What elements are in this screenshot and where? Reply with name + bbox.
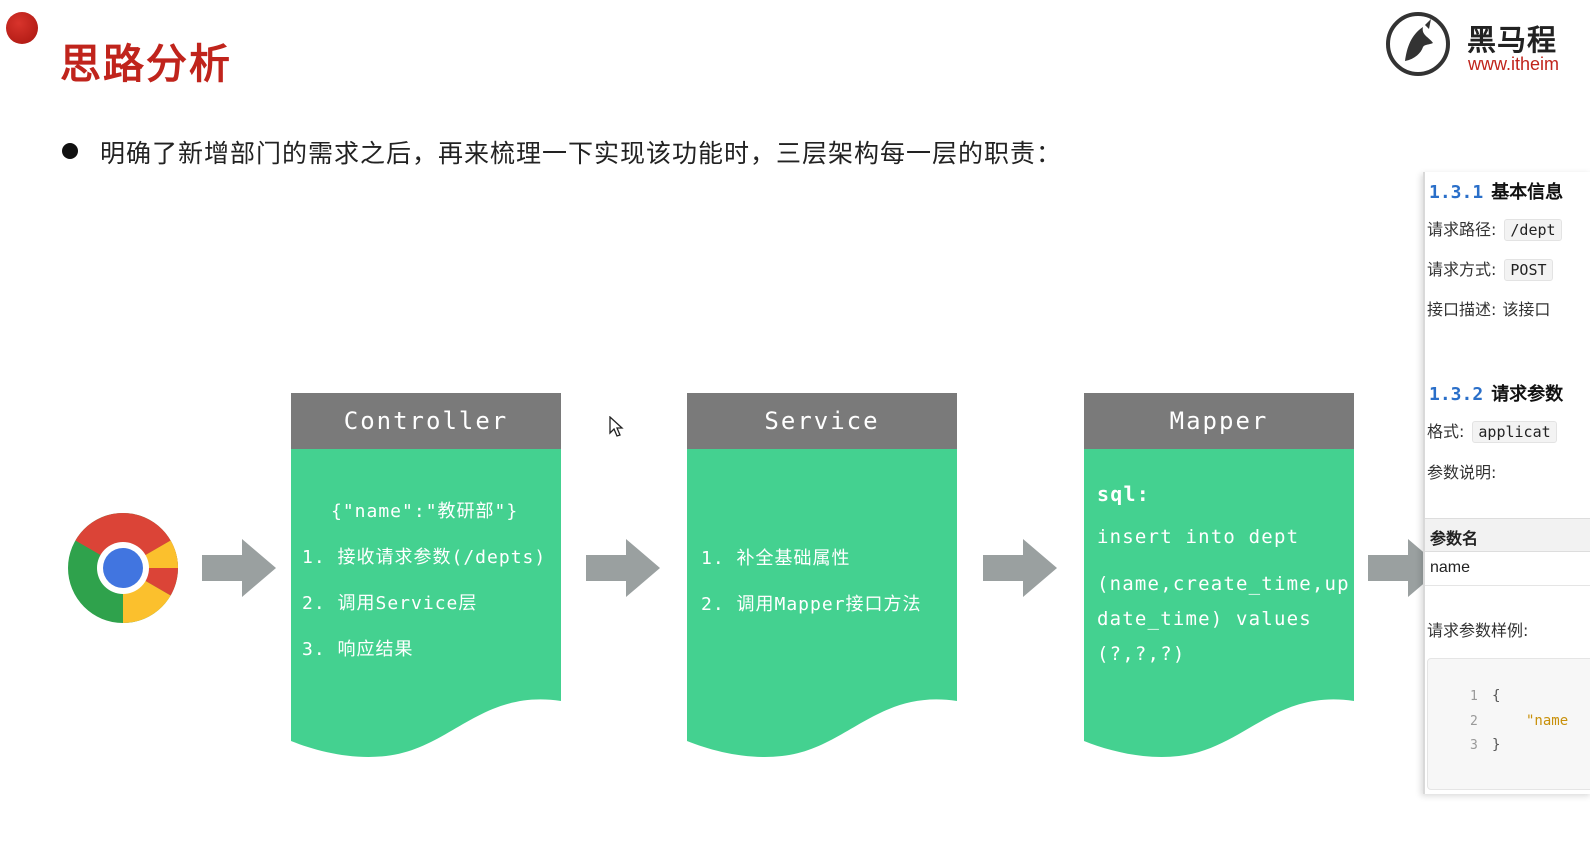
layer-step: 2. 调用Mapper接口方法 bbox=[701, 594, 922, 615]
request-body-example: {"name":"教研部"} bbox=[331, 501, 519, 522]
format-row: 格式: applicat bbox=[1427, 418, 1557, 443]
api-description-label: 接口描述: bbox=[1427, 300, 1497, 319]
arrow-right-icon bbox=[983, 539, 1057, 597]
document-shape bbox=[1084, 449, 1354, 757]
arrow-right-icon bbox=[202, 539, 276, 597]
params-table-row: name bbox=[1425, 551, 1590, 586]
line-number: 3 bbox=[1470, 738, 1478, 753]
brand-logo: 黑马程 www.itheim bbox=[1382, 8, 1590, 80]
document-shape bbox=[687, 449, 957, 757]
request-sample-code: 1 { 2 "name 3 } bbox=[1427, 658, 1590, 790]
request-path-row: 请求路径: /dept bbox=[1427, 216, 1562, 241]
bullet-text: 明确了新增部门的需求之后，再来梳理一下实现该功能时，三层架构每一层的职责： bbox=[100, 139, 1063, 168]
section-heading: 1.3.2 请求参数 bbox=[1429, 380, 1563, 406]
controller-layer: Controller {"name":"教研部"} 1. 接收请求参数(/dep… bbox=[291, 393, 561, 757]
layer-header: Mapper bbox=[1084, 393, 1354, 449]
line-number: 2 bbox=[1470, 714, 1478, 729]
layer-header: Service bbox=[687, 393, 957, 449]
chrome-browser-icon bbox=[68, 513, 178, 623]
sql-line: insert into dept bbox=[1097, 526, 1300, 548]
section-title: 基本信息 bbox=[1491, 182, 1564, 203]
layer-step: 1. 接收请求参数(/depts) bbox=[302, 547, 547, 568]
api-description-row: 接口描述: 该接口 bbox=[1427, 296, 1550, 320]
layer-step: 3. 响应结果 bbox=[302, 639, 414, 660]
layer-content: sql: insert into dept (name,create_time,… bbox=[1084, 449, 1354, 709]
horse-logo-icon bbox=[1386, 12, 1450, 76]
arrow-right-icon bbox=[586, 539, 660, 597]
mouse-cursor-icon bbox=[609, 416, 624, 437]
service-layer: Service 1. 补全基础属性 2. 调用Mapper接口方法 bbox=[687, 393, 957, 757]
layer-content: 1. 补全基础属性 2. 调用Mapper接口方法 bbox=[687, 449, 957, 709]
layer-header: Controller bbox=[291, 393, 561, 449]
section-heading: 1.3.1 基本信息 bbox=[1429, 178, 1563, 204]
api-description-value: 该接口 bbox=[1502, 300, 1551, 319]
sql-line: (?,?,?) bbox=[1097, 643, 1186, 665]
params-table-header: 参数名 bbox=[1425, 518, 1590, 552]
code-text: "name bbox=[1526, 713, 1569, 729]
format-value: applicat bbox=[1472, 421, 1557, 443]
table-cell-param-name: name bbox=[1430, 559, 1471, 576]
section-title: 请求参数 bbox=[1491, 384, 1564, 405]
code-text: { bbox=[1492, 688, 1501, 704]
table-header-param-name: 参数名 bbox=[1430, 529, 1479, 548]
layer-content: {"name":"教研部"} 1. 接收请求参数(/depts) 2. 调用Se… bbox=[291, 449, 561, 709]
brand-url: www.itheim bbox=[1468, 54, 1560, 74]
layer-step: 1. 补全基础属性 bbox=[701, 548, 851, 569]
slide-title: 思路分析 bbox=[60, 40, 232, 88]
request-method-row: 请求方式: POST bbox=[1427, 256, 1553, 281]
sql-label: sql: bbox=[1097, 482, 1150, 506]
request-sample-label: 请求参数样例: bbox=[1427, 621, 1529, 640]
request-path-value: /dept bbox=[1504, 219, 1562, 241]
sql-line: date_time) values bbox=[1097, 608, 1312, 630]
brand-name: 黑马程 bbox=[1467, 23, 1558, 57]
request-method-label: 请求方式: bbox=[1427, 260, 1497, 279]
format-label: 格式: bbox=[1427, 422, 1465, 441]
section-number: 1.3.2 bbox=[1429, 384, 1484, 405]
mapper-layer: Mapper sql: insert into dept (name,creat… bbox=[1084, 393, 1354, 757]
params-description-label: 参数说明: bbox=[1427, 463, 1497, 482]
line-number: 1 bbox=[1470, 689, 1478, 704]
sql-line: (name,create_time,up bbox=[1097, 573, 1350, 595]
document-shape bbox=[291, 449, 561, 757]
layer-step: 2. 调用Service层 bbox=[302, 593, 478, 614]
title-dot-icon bbox=[6, 12, 38, 44]
section-number: 1.3.1 bbox=[1429, 182, 1484, 203]
request-path-label: 请求路径: bbox=[1427, 220, 1497, 239]
bullet-icon bbox=[62, 143, 78, 159]
request-method-value: POST bbox=[1504, 259, 1553, 281]
code-text: } bbox=[1492, 737, 1501, 753]
